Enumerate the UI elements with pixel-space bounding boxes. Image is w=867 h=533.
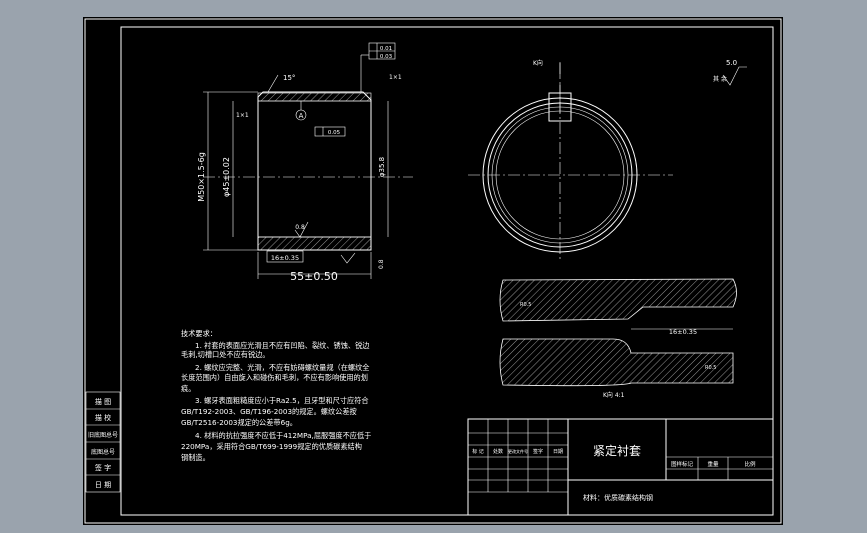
section-hatch-top xyxy=(257,92,372,102)
dim-thread: M50×1.5-6g xyxy=(197,152,206,202)
outer-border xyxy=(84,18,782,524)
row-label-0: 标 记 xyxy=(472,448,484,455)
note-line-9: 220MPa，采用符合GB/T699-1999规定的优质碳素结构 xyxy=(181,442,362,451)
dim-slot-length-section: 16±0.35 xyxy=(669,328,697,336)
stamp-5: 日 期 xyxy=(95,481,111,489)
section-label: K向 4:1 xyxy=(603,391,625,399)
tol-frame-runout xyxy=(314,126,346,137)
general-roughness: 其 余 5.0 xyxy=(713,59,747,86)
roughness-note: 其 余 xyxy=(713,75,727,83)
title-block: 标 记 处数 更改文件号 签字 日期 紧定衬套 材料：优质碳素结构钢 图样标记 … xyxy=(467,418,774,516)
stamp-1: 描 校 xyxy=(95,413,111,422)
section-hatch-bottom xyxy=(257,236,372,251)
dim-inner-dia: φ35.8 xyxy=(378,157,386,177)
row-label-1: 处数 xyxy=(493,448,503,455)
k-section-lower xyxy=(499,338,734,387)
section-view: M50×1.5-6g φ45±0.02 φ35.8 55±0.50 16±0.3… xyxy=(197,42,413,283)
stamp-4: 签 字 xyxy=(95,463,111,472)
header-0: 图样标记 xyxy=(671,460,694,468)
stamp-2: 旧底图总号 xyxy=(88,431,118,439)
dim-chamfer-left: 1×1 xyxy=(236,112,249,119)
technical-notes: 技术要求： 1. 衬套的表面应光滑且不应有凹陷、裂纹、锈蚀、锐边 毛刺,切槽口处… xyxy=(181,329,371,462)
dim-outer-dia: φ45±0.02 xyxy=(222,157,231,197)
note-line-2: 2. 螺纹应完整、光滑，不应有妨碍螺纹量规（在螺纹全 xyxy=(195,363,370,372)
roughness-value: 5.0 xyxy=(726,59,737,67)
header-1: 重量 xyxy=(707,460,719,468)
note-line-0: 1. 衬套的表面应光滑且不应有凹陷、裂纹、锈蚀、锐边 xyxy=(195,341,369,350)
note-line-10: 钢制造。 xyxy=(181,453,210,462)
r-note-upper: R0.5 xyxy=(520,302,531,308)
dim-slot-length: 16±0.35 xyxy=(271,254,299,262)
part-name: 紧定衬套 xyxy=(593,443,641,458)
note-line-1: 毛刺,切槽口处不应有锐边。 xyxy=(181,350,270,359)
notes-heading: 技术要求： xyxy=(181,329,217,338)
tol-parallel: 0.01 xyxy=(380,46,392,52)
note-line-4: 痕。 xyxy=(181,384,195,393)
row-label-2: 更改文件号 xyxy=(508,448,528,454)
dim-length: 55±0.50 xyxy=(290,270,338,283)
dim-chamfer-right: 1×1 xyxy=(389,74,402,81)
material: 材料：优质碳素结构钢 xyxy=(583,493,653,502)
stamp-0: 描 图 xyxy=(95,397,111,406)
note-line-7: GB/T2516-2003规定的公差带6g。 xyxy=(181,418,297,427)
note-line-5: 3. 螺牙表面粗糙度应小于Ra2.5，且牙型和尺寸应符合 xyxy=(195,396,369,405)
tol-round: 0.03 xyxy=(380,54,393,60)
row-label-4: 日期 xyxy=(553,449,563,455)
note-line-6: GB/T192-2003、GB/T196-2003的规定。螺纹公差按 xyxy=(181,407,357,416)
dim-angle: 15° xyxy=(283,74,295,82)
rough-08-a: 0.8 xyxy=(295,224,305,231)
r-note-lower: R0.5 xyxy=(705,365,716,371)
note-line-8: 4. 材料的抗拉强度不应低于412MPa,屈服强度不应低于 xyxy=(195,431,371,440)
body-outline xyxy=(257,91,372,251)
row-label-3: 签字 xyxy=(533,448,543,455)
tol-runout: 0.05 xyxy=(328,130,341,136)
side-stamp-table: 描 图 描 校 旧底图总号 底图总号 签 字 日 期 xyxy=(85,391,121,493)
note-line-3: 长度范围内）自由旋入和碰伤和毛刺，不应有影响使用的划 xyxy=(181,373,368,382)
inner-border xyxy=(120,26,774,516)
stamp-3: 底图总号 xyxy=(91,448,115,456)
view-k-label: K向 xyxy=(533,59,543,67)
datum-label: A xyxy=(299,112,304,120)
rough-08-b: 0.8 xyxy=(378,259,385,269)
end-view: K向 xyxy=(468,59,673,262)
k-section-upper xyxy=(499,278,737,322)
drawing-sheet: 描 图 描 校 旧底图总号 底图总号 签 字 日 期 M50×1.5-6g φ4… xyxy=(83,17,783,525)
k-section-views: R0.5 16±0.35 R0.5 K向 4:1 xyxy=(499,278,737,399)
header-2: 比例 xyxy=(744,460,756,468)
technical-drawing: 描 图 描 校 旧底图总号 底图总号 签 字 日 期 M50×1.5-6g φ4… xyxy=(84,18,782,524)
